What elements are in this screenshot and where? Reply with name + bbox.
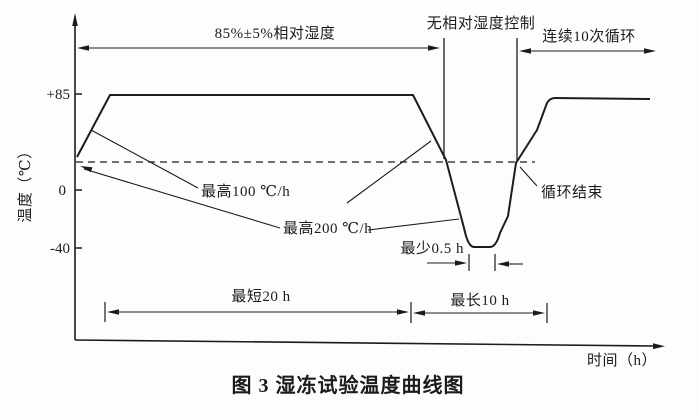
cycle-end-label: 循环结束 <box>541 184 603 201</box>
dimension-arrow-right-icon <box>644 48 656 54</box>
freeze-duration-label: 最长10 h <box>450 292 509 309</box>
y-axis-tick-marks <box>75 93 82 249</box>
leader-arrow-icon <box>80 166 93 173</box>
freeze-hold-extension-ticks <box>468 254 496 271</box>
humidity-duration-extension-ticks <box>104 302 412 323</box>
y-tick-plus85: +85 <box>47 87 70 103</box>
cooling-rate-leader-line-2 <box>367 218 460 231</box>
cooling-rate-label: 最高200 ℃/h <box>283 220 372 237</box>
dimension-arrow-left-icon <box>519 48 531 54</box>
humidity-duration-label: 最短20 h <box>231 288 290 305</box>
y-axis-arrow-icon <box>72 13 78 26</box>
dimension-arrow-right-icon <box>533 310 545 316</box>
x-axis-arrow-icon <box>653 343 665 350</box>
no-humidity-control-label: 无相对湿度控制 <box>427 15 536 32</box>
figure-caption: 图 3 湿冻试验温度曲线图 <box>232 373 465 397</box>
dimension-arrow-left-icon <box>413 310 425 316</box>
heating-rate-leader-line-2 <box>346 140 432 204</box>
x-axis-line <box>74 339 654 347</box>
y-axis-title: 温度（℃） <box>17 143 34 222</box>
cycle-end-leader-line <box>519 166 538 187</box>
heating-rate-label: 最高100 ℃/h <box>201 183 290 200</box>
humidity-phase-label: 85%±5%相对湿度 <box>215 25 336 42</box>
cooling-rate-leader-line <box>83 168 281 229</box>
dimension-arrow-right-icon <box>455 260 467 266</box>
dimension-arrow-right-icon <box>397 309 409 315</box>
dimension-arrow-left-icon <box>497 261 509 267</box>
cycle-count-label: 连续10次循环 <box>542 28 636 45</box>
freeze-hold-label: 最少0.5 h <box>400 240 464 257</box>
temperature-curve <box>76 94 651 248</box>
dimension-arrow-right-icon <box>428 45 440 51</box>
heating-rate-leader-line <box>90 129 199 189</box>
y-tick-minus40: -40 <box>50 241 70 257</box>
y-tick-0: 0 <box>59 183 67 199</box>
dimension-arrow-left-icon <box>107 309 119 315</box>
x-axis-title: 时间（h） <box>587 352 657 369</box>
dimension-arrow-left-icon <box>77 45 89 51</box>
